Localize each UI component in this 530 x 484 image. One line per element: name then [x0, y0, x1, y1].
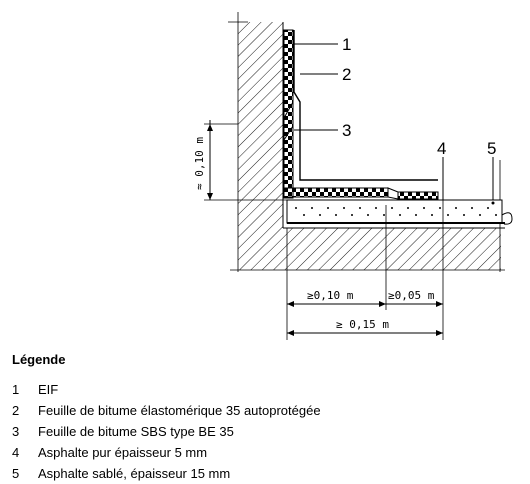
- legend-item: 1 EIF: [12, 379, 512, 400]
- legend-item-text: Asphalte sablé, épaisseur 15 mm: [38, 466, 231, 481]
- legend-item: 3 Feuille de bitume SBS type BE 35: [12, 421, 512, 442]
- dim-a-arrow-right: [379, 301, 386, 307]
- asphalt-dot: [479, 214, 481, 216]
- callout-1: 1: [342, 35, 351, 54]
- legend-item-number: 3: [12, 424, 20, 439]
- dim-height-arrow-top: [207, 124, 213, 131]
- dim-height-arrow-bottom: [207, 193, 213, 200]
- asphalt-dot: [407, 207, 409, 209]
- asphalt-dot: [311, 207, 313, 209]
- sanded-asphalt-layer: [286, 199, 503, 224]
- asphalt-dot: [359, 207, 361, 209]
- legend-item: 5 Asphalte sablé, épaisseur 15 mm: [12, 463, 512, 484]
- asphalt-dots: [295, 207, 497, 216]
- asphalt-dot: [383, 214, 385, 216]
- legend-title: Légende: [12, 352, 66, 367]
- legend: Légende 1 EIF 2 Feuille de bitume élasto…: [12, 351, 512, 484]
- asphalt-dot: [455, 207, 457, 209]
- asphalt-dot: [367, 214, 369, 216]
- leader-5-dot: [491, 201, 495, 205]
- legend-item-number: 2: [12, 403, 20, 418]
- dim-b-label: ≥0,05 m: [388, 289, 435, 302]
- dim-a-label: ≥0,10 m: [307, 289, 354, 302]
- asphalt-dot: [415, 214, 417, 216]
- legend-item-text: Asphalte pur épaisseur 5 mm: [38, 445, 208, 460]
- asphalt-dot: [495, 214, 497, 216]
- dim-b-arrow-right: [436, 301, 443, 307]
- cap-sheet-outer: [293, 30, 438, 181]
- legend-item-number: 4: [12, 445, 20, 460]
- dim-height-label: ≈ 0,10 m: [193, 137, 206, 190]
- dim-total-arrow-right: [436, 330, 443, 336]
- asphalt-dot: [351, 214, 353, 216]
- wall-section: [238, 22, 283, 270]
- membrane-horizontal-checker: [283, 187, 389, 198]
- asphalt-dot: [463, 214, 465, 216]
- asphalt-dot: [327, 207, 329, 209]
- cap-sheet-fold: [283, 100, 294, 142]
- dim-total-label: ≥ 0,15 m: [336, 318, 389, 331]
- asphalt-dot: [375, 207, 377, 209]
- callout-5: 5: [487, 139, 496, 158]
- asphalt-dot: [391, 207, 393, 209]
- asphalt-dot: [471, 207, 473, 209]
- membrane-detail-diagram: 1 2 3 4 5 ≈ 0,10 m ≥0,10 m ≥0,05 m ≥ 0,1…: [193, 12, 513, 340]
- asphalt-dot: [343, 207, 345, 209]
- legend-item: 4 Asphalte pur épaisseur 5 mm: [12, 442, 512, 463]
- legend-item-text: Feuille de bitume SBS type BE 35: [38, 424, 234, 439]
- asphalt-dot: [439, 207, 441, 209]
- callout-4: 4: [437, 139, 446, 158]
- callout-2: 2: [342, 65, 351, 84]
- asphalt-dot: [447, 214, 449, 216]
- legend-item-text: Feuille de bitume élastomérique 35 autop…: [38, 403, 321, 418]
- membrane-step: [387, 187, 399, 200]
- dim-total-arrow-left: [287, 330, 294, 336]
- asphalt-dot: [487, 207, 489, 209]
- legend-item: 2 Feuille de bitume élastomérique 35 aut…: [12, 400, 512, 421]
- layer-end-curl: [501, 212, 513, 225]
- asphalt-dot: [399, 214, 401, 216]
- legend-item-number: 1: [12, 382, 20, 397]
- asphalt-dot: [423, 207, 425, 209]
- asphalt-dot: [335, 214, 337, 216]
- slab-section: [283, 228, 501, 270]
- legend-item-number: 5: [12, 466, 20, 481]
- asphalt-dot: [303, 214, 305, 216]
- legend-item-text: EIF: [38, 382, 59, 397]
- asphalt-dot: [319, 214, 321, 216]
- asphalt-dot: [431, 214, 433, 216]
- callout-3: 3: [342, 121, 351, 140]
- dim-a-arrow-left: [287, 301, 294, 307]
- asphalt-dot: [295, 207, 297, 209]
- membrane-horizontal-end: [397, 191, 439, 200]
